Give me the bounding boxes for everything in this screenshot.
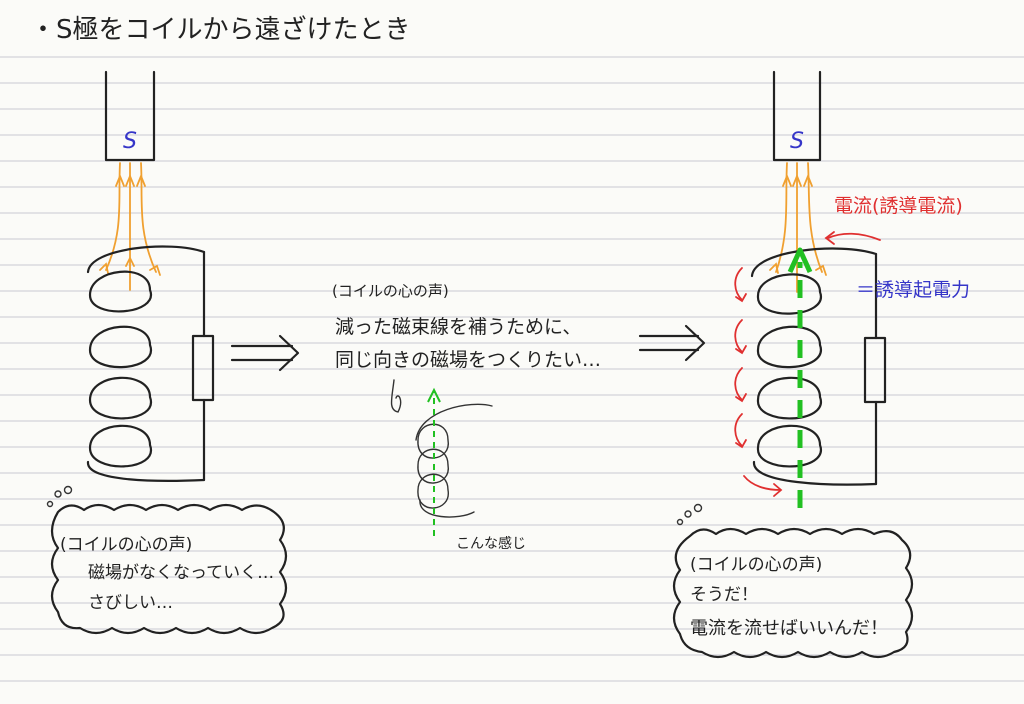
left-implies-arrow [230,334,300,372]
left-thought-bubble: (コイルの心の声) 磁場がなくなっていく… さびしい… [46,485,288,635]
left-bubble-line2: 磁場がなくなっていく… [88,563,274,583]
middle-line3: 同じ向きの磁場をつくりたい… [335,349,601,371]
right-magnet-label: S [790,129,804,154]
middle-section: (コイルの心の声) 減った磁束線を補うために、 同じ向きの磁場をつくりたい… こ… [332,282,601,552]
right-bubble-line2: そうだ！ [690,585,758,605]
left-magnet-label: S [123,129,137,154]
current-arrows [734,231,881,497]
small-coil-sketch [415,387,493,536]
left-bubble-line1: (コイルの心の声) [60,535,192,555]
notebook-rule-lines [0,56,1024,682]
right-thought-bubble: (コイルの心の声) そうだ！ 電流を流せばいいんだ！ [672,503,914,659]
left-coil [86,245,215,482]
right-field-lines [769,162,827,293]
right-magnet [772,70,822,162]
right-bubble-line1: (コイルの心の声) [690,555,822,575]
left-magnet [104,70,156,162]
middle-line2: 減った磁束線を補うために、 [335,316,581,338]
middle-caption: こんな感じ [456,535,526,552]
left-bubble-line3: さびしい… [88,593,173,613]
right-bubble-line3: 電流を流せばいいんだ！ [690,618,888,639]
right-diagram: S [734,70,970,508]
emf-label: ＝誘導起電力 [856,279,970,301]
left-field-lines [99,162,161,291]
left-diagram: S [86,70,215,482]
middle-line1: (コイルの心の声) [332,282,449,300]
title: ・S極をコイルから遠ざけたとき [30,15,411,45]
current-label: 電流(誘導電流) [834,195,963,217]
middle-implies-arrow [638,324,706,362]
